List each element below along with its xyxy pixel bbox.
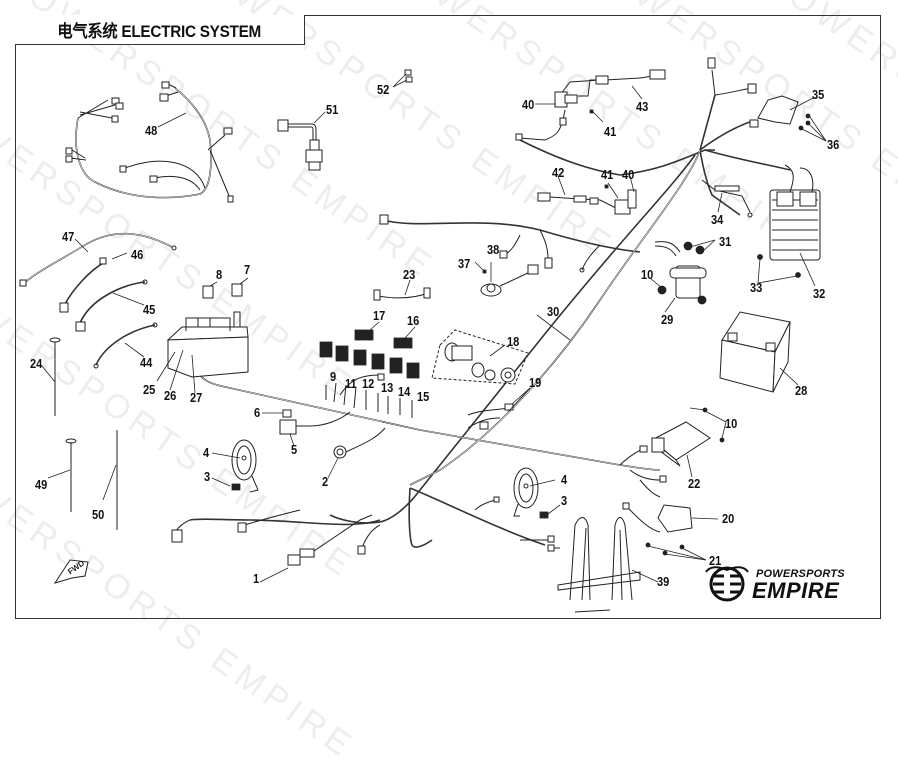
callout-8: 8 bbox=[216, 267, 223, 282]
callout-15: 15 bbox=[417, 389, 430, 404]
fuse-box-25 bbox=[156, 277, 249, 394]
callout-46: 46 bbox=[131, 247, 144, 262]
part-20 bbox=[622, 502, 719, 561]
callout-40: 40 bbox=[622, 167, 635, 182]
page-title: 电气系统 ELECTRIC SYSTEM bbox=[57, 22, 262, 41]
brand-logo: POWERSPORTS EMPIRE bbox=[708, 566, 878, 603]
callout-13: 13 bbox=[381, 380, 394, 395]
part-35 bbox=[749, 95, 827, 142]
callout-5: 5 bbox=[291, 442, 298, 457]
sensor-2 bbox=[327, 427, 386, 479]
callout-52: 52 bbox=[377, 82, 390, 97]
regulator-rectifier-32 bbox=[757, 164, 821, 287]
fuse-34 bbox=[701, 179, 753, 218]
sensor-assembly-top bbox=[515, 69, 666, 141]
callout-24: 24 bbox=[30, 356, 43, 371]
callout-47: 47 bbox=[62, 229, 75, 244]
callout-16: 16 bbox=[407, 313, 420, 328]
callout-37: 37 bbox=[458, 256, 471, 271]
cable-ties bbox=[41, 337, 118, 530]
diagram-frame bbox=[15, 15, 881, 619]
sensor-assembly-lower bbox=[537, 175, 637, 215]
callout-7: 7 bbox=[244, 262, 251, 277]
sensor-38 bbox=[474, 261, 539, 297]
connectors-19 bbox=[467, 387, 531, 430]
callout-12: 12 bbox=[362, 376, 375, 391]
clips-52 bbox=[392, 69, 413, 88]
callout-26: 26 bbox=[164, 388, 177, 403]
callout-17: 17 bbox=[373, 308, 386, 323]
callout-19: 19 bbox=[529, 375, 542, 390]
callout-14: 14 bbox=[398, 384, 411, 399]
callout-33: 33 bbox=[750, 280, 763, 295]
starter-relay-29 bbox=[649, 239, 716, 313]
page-title-box: 电气系统 ELECTRIC SYSTEM bbox=[15, 15, 305, 45]
callout-4: 4 bbox=[561, 472, 568, 487]
battery-cables bbox=[19, 232, 177, 369]
callout-11: 11 bbox=[345, 376, 357, 391]
callout-3: 3 bbox=[204, 469, 211, 484]
empire-logo-icon bbox=[705, 566, 749, 602]
callout-10: 10 bbox=[725, 416, 738, 431]
callout-1: 1 bbox=[253, 571, 260, 586]
callout-34: 34 bbox=[711, 212, 724, 227]
battery-28 bbox=[719, 311, 799, 393]
callout-44: 44 bbox=[140, 355, 153, 370]
callout-9: 9 bbox=[330, 369, 337, 384]
callout-20: 20 bbox=[722, 511, 735, 526]
callout-6: 6 bbox=[254, 405, 261, 420]
bracket-39 bbox=[557, 517, 659, 613]
callout-3: 3 bbox=[561, 493, 568, 508]
callout-42: 42 bbox=[552, 165, 565, 180]
callout-38: 38 bbox=[487, 242, 500, 257]
callout-49: 49 bbox=[35, 477, 48, 492]
callout-18: 18 bbox=[507, 334, 520, 349]
callout-48: 48 bbox=[145, 123, 158, 138]
callout-22: 22 bbox=[688, 476, 701, 491]
switch-51 bbox=[277, 111, 326, 171]
fwd-arrow bbox=[53, 559, 89, 584]
callout-28: 28 bbox=[795, 383, 808, 398]
callout-4: 4 bbox=[203, 445, 210, 460]
callout-41: 41 bbox=[604, 124, 617, 139]
callout-29: 29 bbox=[661, 312, 674, 327]
brand-line1: POWERSPORTS bbox=[756, 568, 845, 580]
callout-32: 32 bbox=[813, 286, 826, 301]
callout-36: 36 bbox=[827, 137, 840, 152]
callout-2: 2 bbox=[322, 474, 329, 489]
callout-43: 43 bbox=[636, 99, 649, 114]
callout-40: 40 bbox=[522, 97, 535, 112]
diagram-drawing bbox=[19, 57, 827, 613]
callout-31: 31 bbox=[719, 234, 732, 249]
ecu-22 bbox=[651, 407, 727, 478]
horn-4-left bbox=[211, 439, 259, 493]
callout-23: 23 bbox=[403, 267, 416, 282]
auxiliary-harness-48 bbox=[65, 81, 234, 203]
relay-5 bbox=[262, 409, 351, 447]
sensor-1 bbox=[259, 514, 373, 583]
callout-41: 41 bbox=[601, 167, 614, 182]
callout-27: 27 bbox=[190, 390, 203, 405]
callout-30: 30 bbox=[547, 304, 560, 319]
switch-group bbox=[319, 279, 431, 418]
horn-4-right bbox=[513, 467, 561, 519]
callout-51: 51 bbox=[326, 102, 339, 117]
brand-line2: EMPIRE bbox=[752, 578, 840, 603]
callout-45: 45 bbox=[143, 302, 156, 317]
callout-50: 50 bbox=[92, 507, 105, 522]
callout-10: 10 bbox=[641, 267, 654, 282]
callout-35: 35 bbox=[812, 87, 825, 102]
main-harness-30 bbox=[171, 57, 791, 555]
callout-39: 39 bbox=[657, 574, 670, 589]
callout-21: 21 bbox=[709, 553, 722, 568]
callout-25: 25 bbox=[143, 382, 156, 397]
ignition-set-18 bbox=[431, 329, 529, 385]
